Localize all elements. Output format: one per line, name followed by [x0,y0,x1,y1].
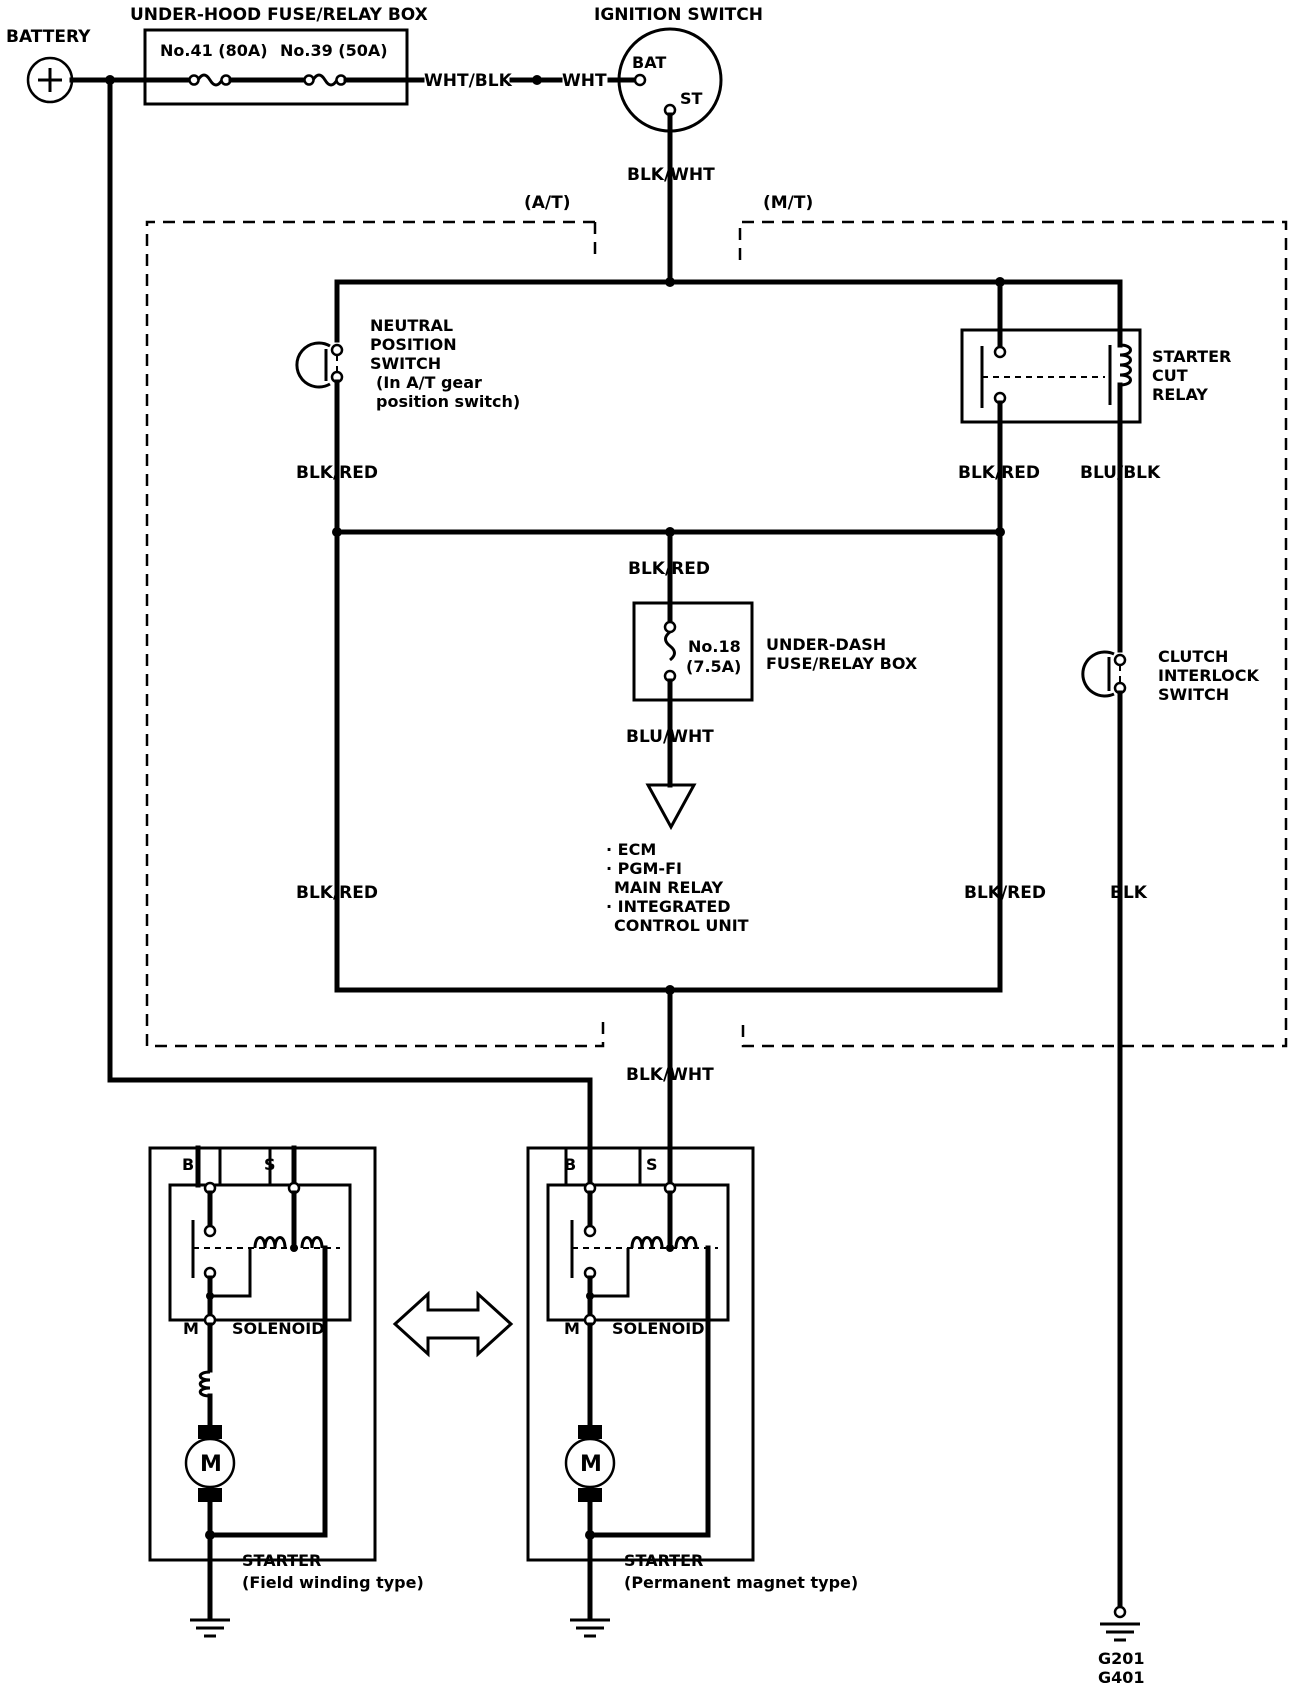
wire-label-wht: WHT [562,71,607,91]
battery-label: BATTERY [6,27,91,47]
starter-field-s-label: S [264,1155,276,1174]
output-arrow [645,783,697,831]
starter-permanent-magnet [526,1145,755,1638]
mt-region-label: (M/T) [763,193,813,213]
ground-g201-g401 [1100,1605,1140,1642]
underhood-box-title: UNDER-HOOD FUSE/RELAY BOX [130,5,428,25]
ignition-st-label: ST [680,89,703,108]
relay-coil [1119,343,1132,387]
ignition-bat-terminal [633,73,647,87]
clutch-label-1: CLUTCH [1158,647,1228,666]
fuse-41-label: No.41 (80A) [160,41,268,60]
at-region-label: (A/T) [524,193,571,213]
nps-label-1: NEUTRAL [370,316,453,335]
fuse-18-label-1: No.18 [688,637,741,656]
wire-label-blu-blk: BLU/BLK [1080,463,1161,483]
fuse-18-symbol [663,620,677,683]
starter-pm-s-label: S [646,1155,658,1174]
wire-label-blk-wht-bottom: BLK/WHT [626,1065,714,1085]
wire-label-blk-red-nps: BLK/RED [296,463,378,483]
relay-label-2: CUT [1152,366,1188,385]
dest-label-4: · INTEGRATED [606,897,731,916]
battery-terminal [26,56,74,104]
relay-label-3: RELAY [1152,385,1208,404]
starter-pm-motor-label: M [580,1452,602,1477]
fuse-39-symbol [303,73,410,87]
wire-label-blk-red-right: BLK/RED [964,883,1046,903]
fuse-18-label-2: (7.5A) [686,657,741,676]
nps-label-2: POSITION [370,335,457,354]
dest-label-5: CONTROL UNIT [614,916,749,935]
clutch-label-3: SWITCH [1158,685,1229,704]
underhood-fuse-box [143,28,409,106]
ignition-switch-title: IGNITION SWITCH [594,5,763,25]
nps-label-5: position switch) [376,392,520,411]
battery-to-starter-b-wire [107,77,593,1188]
interchangeable-arrow [392,1290,514,1358]
underdash-fuse-box [632,601,754,702]
nps-label-3: SWITCH [370,354,441,373]
underdash-title-2: FUSE/RELAY BOX [766,654,918,673]
starter-field-m-label: M [183,1319,199,1338]
starter-pm-title: STARTER [624,1551,703,1570]
wire-label-blk-red-left: BLK/RED [296,883,378,903]
wire-label-blk-red-relay: BLK/RED [958,463,1040,483]
underdash-title-1: UNDER-DASH [766,635,886,654]
wire-label-wht-blk: WHT/BLK [424,71,513,91]
mt-region-outline [738,220,1288,1048]
ignition-bat-label: BAT [632,53,666,72]
dest-label-1: · ECM [606,840,656,859]
clutch-interlock-switch [1081,650,1127,698]
dest-label-2: · PGM-FI [606,859,682,878]
fuse-39-label: No.39 (50A) [280,41,388,60]
starter-field-solenoid-label: SOLENOID [232,1319,324,1338]
wire-label-blk-wht-top: BLK/WHT [627,165,715,185]
starter-pm-subtitle: (Permanent magnet type) [624,1573,858,1592]
ground-label-2: G401 [1098,1668,1145,1687]
starter-field-winding [148,1145,377,1638]
starter-field-subtitle: (Field winding type) [242,1573,424,1592]
wire-label-blk: BLK [1110,883,1148,903]
starter-field-title: STARTER [242,1551,321,1570]
starter-pm-solenoid-label: SOLENOID [612,1319,704,1338]
wire-label-blk-red-fuse: BLK/RED [628,559,710,579]
starter-pm-m-label: M [564,1319,580,1338]
at-region-outline [145,220,605,1048]
connector-dot [532,75,542,85]
wire-label-blu-wht: BLU/WHT [626,727,714,747]
starter-field-motor-label: M [200,1452,222,1477]
relay-label-1: STARTER [1152,347,1231,366]
clutch-label-2: INTERLOCK [1158,666,1259,685]
dest-label-3: MAIN RELAY [614,878,724,897]
fuse-41-symbol [142,73,308,87]
starter-cut-relay [960,328,1142,424]
starter-field-b-label: B [182,1155,194,1174]
nps-label-4: (In A/T gear [376,373,482,392]
ground-label-1: G201 [1098,1649,1145,1668]
starter-pm-b-label: B [564,1155,576,1174]
